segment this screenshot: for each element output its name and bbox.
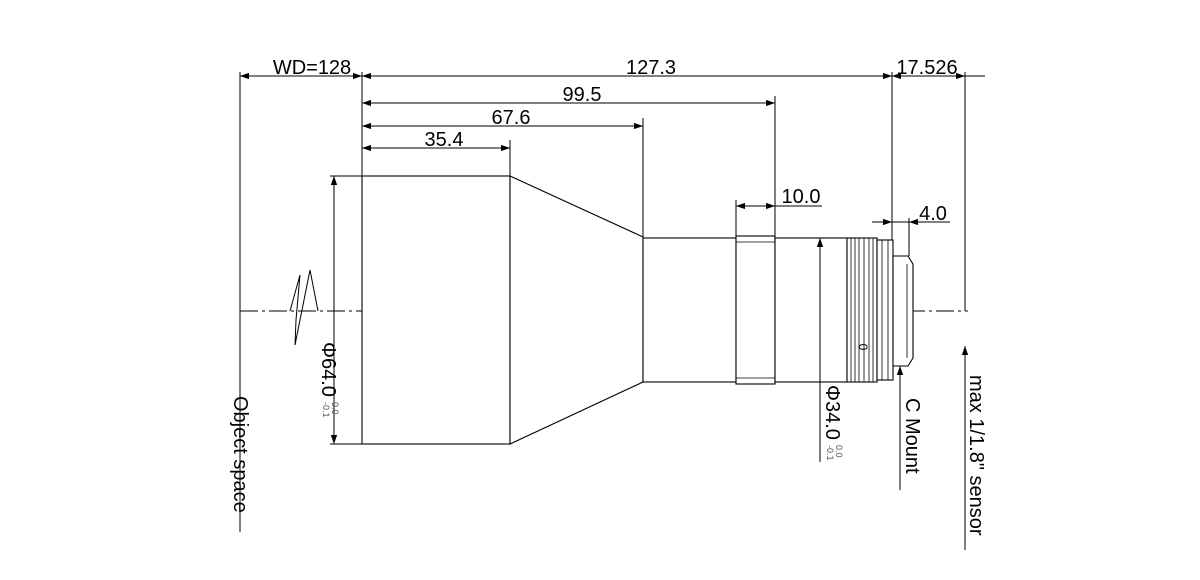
len-67-dimension: 67.6: [492, 107, 531, 129]
sensor-label: max 1/1.8" sensor: [965, 375, 987, 536]
wd-dimension: WD=128: [273, 57, 351, 79]
mount-flange: [876, 239, 894, 381]
c-mount-label: C Mount: [901, 398, 923, 474]
rear-diameter-dimension: Φ34.0: [821, 385, 843, 440]
rear-tube: [774, 237, 848, 383]
front-diameter-tol-lower: -0.1: [321, 402, 331, 418]
cone-taper: [509, 175, 644, 445]
len-35-dimension: 35.4: [425, 129, 464, 151]
len-10-dimension: 10.0: [782, 186, 821, 208]
focus-ring: [735, 235, 776, 385]
len-4-dimension: 4.0: [919, 203, 947, 225]
rear-diameter-tol-lower: -0.1: [825, 445, 835, 461]
middle-tube: [642, 237, 737, 383]
wd-break-symbol: [289, 269, 319, 346]
iris-ring: [846, 237, 878, 383]
c-mount-thread: [892, 255, 914, 367]
front-diameter-tol-upper: 0.0: [330, 402, 340, 415]
flange-back-dimension: 17.526: [896, 57, 957, 79]
total-length-dimension: 127.3: [626, 57, 676, 79]
front-diameter-dimension: Φ64.0: [317, 342, 339, 397]
len-99-dimension: 99.5: [563, 84, 602, 106]
front-barrel: [361, 175, 511, 445]
object-space-label: Object space: [229, 396, 251, 513]
focus-scale-mark: 0: [856, 344, 870, 351]
rear-diameter-tol-upper: 0.0: [834, 445, 844, 458]
